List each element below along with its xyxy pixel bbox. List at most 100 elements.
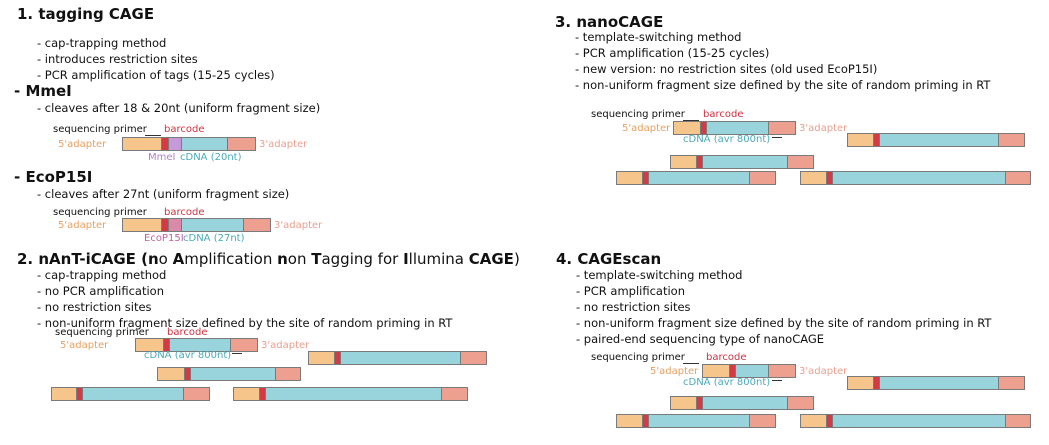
s2-frag2-cdna <box>190 367 276 381</box>
s2-seq-primer-label: sequencing primer <box>55 327 149 338</box>
s4-frag3-adapter3 <box>749 414 776 428</box>
s4-frag2-adapter3 <box>787 396 814 410</box>
s3-frag4-cdna <box>832 171 1006 185</box>
s4-frag4-adapter3 <box>1005 414 1031 428</box>
s4-frag4-cdna <box>832 414 1006 428</box>
s2-frag3-adapter3 <box>183 387 210 401</box>
s4-frag2-adapter5 <box>670 396 697 410</box>
s4-bullet-1: - template-switching method <box>576 268 743 282</box>
mmei-seq-primer-label: sequencing primer <box>53 124 147 135</box>
s4-adapter5-label: 5'adapter <box>650 366 699 377</box>
s3-reverse-arrow <box>772 137 782 138</box>
s3-frag3-cdna <box>648 171 750 185</box>
s3-frag1-cdna <box>879 133 999 147</box>
s2-frag3-cdna <box>82 387 184 401</box>
s3-barcode-label: barcode <box>703 109 744 120</box>
s3-adapter3-block <box>768 121 796 135</box>
ecop-adapter5-label: 5'adapter <box>58 220 107 231</box>
s2-bullet-4: - non-uniform fragment size defined by t… <box>37 316 453 330</box>
section-1-title: 1. tagging CAGE <box>17 5 155 23</box>
mmei-cdna-label: cDNA (20nt) <box>180 152 242 163</box>
s3-frag4-adapter5 <box>800 171 827 185</box>
s3-cdna-block <box>706 121 769 135</box>
ecop-cdna-block <box>181 218 244 232</box>
ecop-barcode-label: barcode <box>164 207 205 218</box>
s3-frag2-cdna <box>702 155 788 169</box>
s4-seq-primer-label: sequencing primer <box>591 352 685 363</box>
s3-bullet-1: - template-switching method <box>575 30 742 44</box>
ecop-site-block <box>168 218 182 232</box>
s4-bullet-2: - PCR amplification <box>576 284 685 298</box>
s4-adapter3-block <box>768 364 796 378</box>
ecop-adapter5-block <box>122 218 162 232</box>
s2-barcode-label: barcode <box>167 327 208 338</box>
s4-frag2-cdna <box>702 396 788 410</box>
ecop-cdna-label: cDNA (27nt) <box>183 233 245 244</box>
mmei-primer-arrow <box>145 135 161 136</box>
s4-frag3-adapter5 <box>616 414 643 428</box>
s2-frag4-cdna <box>265 387 442 401</box>
mmei-adapter5-block <box>122 137 162 151</box>
s3-frag3-adapter5 <box>616 171 643 185</box>
mmei-cdna-block <box>181 137 228 151</box>
s3-frag1-adapter5 <box>847 133 874 147</box>
ecop-site-label: EcoP15I <box>144 233 184 244</box>
section-3-title: 3. nanoCAGE <box>555 13 664 31</box>
s2-frag4-adapter3 <box>441 387 468 401</box>
mmei-bullet: - cleaves after 18 & 20nt (uniform fragm… <box>37 101 321 115</box>
s4-adapter5-block <box>702 364 730 378</box>
ecop-title: - EcoP15I <box>14 168 93 186</box>
s2-frag4-adapter5 <box>233 387 260 401</box>
s4-reverse-arrow <box>772 380 782 381</box>
s2-bullet-1: - cap-trapping method <box>37 268 167 282</box>
s3-adapter5-label: 5'adapter <box>622 123 671 134</box>
s4-cdna-block <box>735 364 769 378</box>
section-2-title: 2. nAnT-iCAGE (no Amplification non Tagg… <box>17 250 520 268</box>
s1-bullet-2: - introduces restriction sites <box>37 52 198 66</box>
s3-frag2-adapter3 <box>787 155 814 169</box>
ecop-adapter3-block <box>243 218 271 232</box>
s4-frag3-cdna <box>648 414 750 428</box>
s3-frag1-adapter3 <box>998 133 1025 147</box>
ecop-adapter3-label: 3'adapter <box>274 220 323 231</box>
ecop-bullet: - cleaves after 27nt (uniform fragment s… <box>37 187 290 201</box>
s4-bullet-3: - no restriction sites <box>576 300 691 314</box>
s1-bullet-3: - PCR amplification of tags (15-25 cycle… <box>37 68 275 82</box>
s3-adapter3-label: 3'adapter <box>799 123 848 134</box>
s2-adapter3-label: 3'adapter <box>261 340 310 351</box>
s2-frag1-adapter3 <box>460 351 487 365</box>
s2-frag2-adapter3 <box>275 367 301 381</box>
s3-cdna-label: cDNA (avr 800nt) <box>683 134 771 145</box>
s3-adapter5-block <box>673 121 701 135</box>
s4-frag1-adapter3 <box>998 376 1025 390</box>
s4-primer-arrow <box>683 363 699 364</box>
s2-cdna-label: cDNA (avr 800nt) <box>144 350 232 361</box>
s3-frag2-adapter5 <box>670 155 697 169</box>
s2-adapter3-block <box>230 338 258 352</box>
mmei-title: - MmeI <box>14 82 72 100</box>
s2-frag1-adapter5 <box>308 351 335 365</box>
mmei-adapter3-label: 3'adapter <box>259 139 308 150</box>
s2-bullet-2: - no PCR amplification <box>37 284 164 298</box>
mmei-adapter5-label: 5'adapter <box>58 139 107 150</box>
s3-seq-primer-label: sequencing primer <box>591 109 685 120</box>
s4-barcode-label: barcode <box>706 352 747 363</box>
s3-primer-arrow <box>683 120 699 121</box>
section-4-title: 4. CAGEscan <box>556 250 662 268</box>
s4-frag1-cdna <box>879 376 999 390</box>
s2-adapter5-label: 5'adapter <box>60 340 109 351</box>
s2-frag3-adapter5 <box>51 387 77 401</box>
s4-bullet-5: - paired-end sequencing type of nanoCAGE <box>576 332 825 346</box>
s3-bullet-4: - non-uniform fragment size defined by t… <box>575 78 991 92</box>
s3-bullet-3: - new version: no restriction sites (old… <box>575 62 878 76</box>
s4-adapter3-label: 3'adapter <box>799 366 848 377</box>
mmei-barcode-label: barcode <box>164 124 205 135</box>
mmei-site-block <box>168 137 182 151</box>
s4-bullet-4: - non-uniform fragment size defined by t… <box>576 316 992 330</box>
s3-bullet-2: - PCR amplification (15-25 cycles) <box>575 46 770 60</box>
ecop-seq-primer-label: sequencing primer <box>53 207 147 218</box>
s2-reverse-arrow <box>232 353 242 354</box>
s4-frag1-adapter5 <box>847 376 874 390</box>
s4-frag4-adapter5 <box>800 414 827 428</box>
mmei-adapter3-block <box>227 137 256 151</box>
